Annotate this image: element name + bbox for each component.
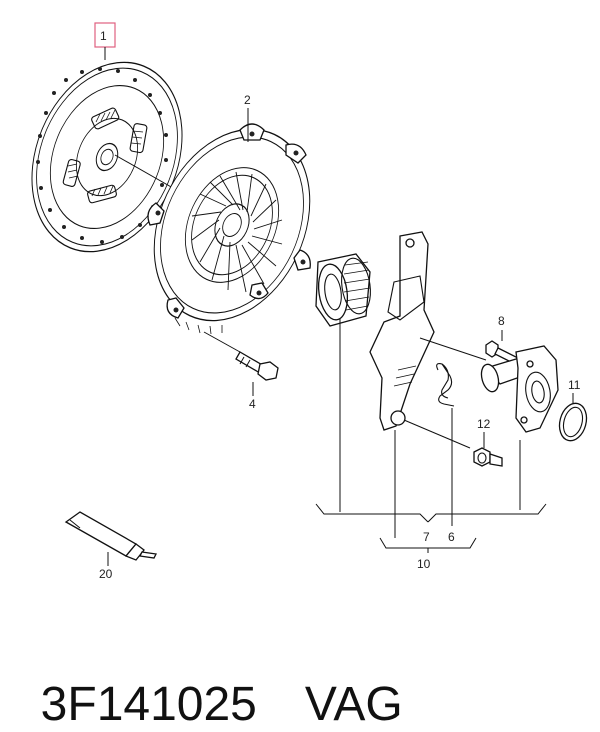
clutch-exploded-diagram: 1 [31,22,588,581]
o-ring [558,402,588,442]
callout-12: 12 [477,417,491,431]
callout-7: 7 [423,530,430,544]
callout-8: 8 [498,314,505,328]
part-number-caption: 3F141025 VAG [14,622,403,732]
brand-name: VAG [304,678,403,731]
clutch-disc [31,61,183,253]
callout-11: 11 [568,378,581,392]
bleeder-screw [473,447,503,467]
callout-6: 6 [448,530,455,544]
bolt [235,351,279,381]
callout-4: 4 [249,397,256,411]
callout-10: 10 [417,557,431,571]
release-fork [369,231,435,431]
guide-sleeve [480,345,559,433]
grease-tube [64,511,157,561]
release-bearing [315,253,371,327]
part-number: 3F141025 [40,678,257,731]
pressure-plate [147,123,311,335]
assembly-brackets [315,503,547,549]
callout-1: 1 [100,29,107,43]
callout-2: 2 [244,93,251,107]
retaining-spring [436,363,455,407]
callout-20: 20 [99,567,113,581]
